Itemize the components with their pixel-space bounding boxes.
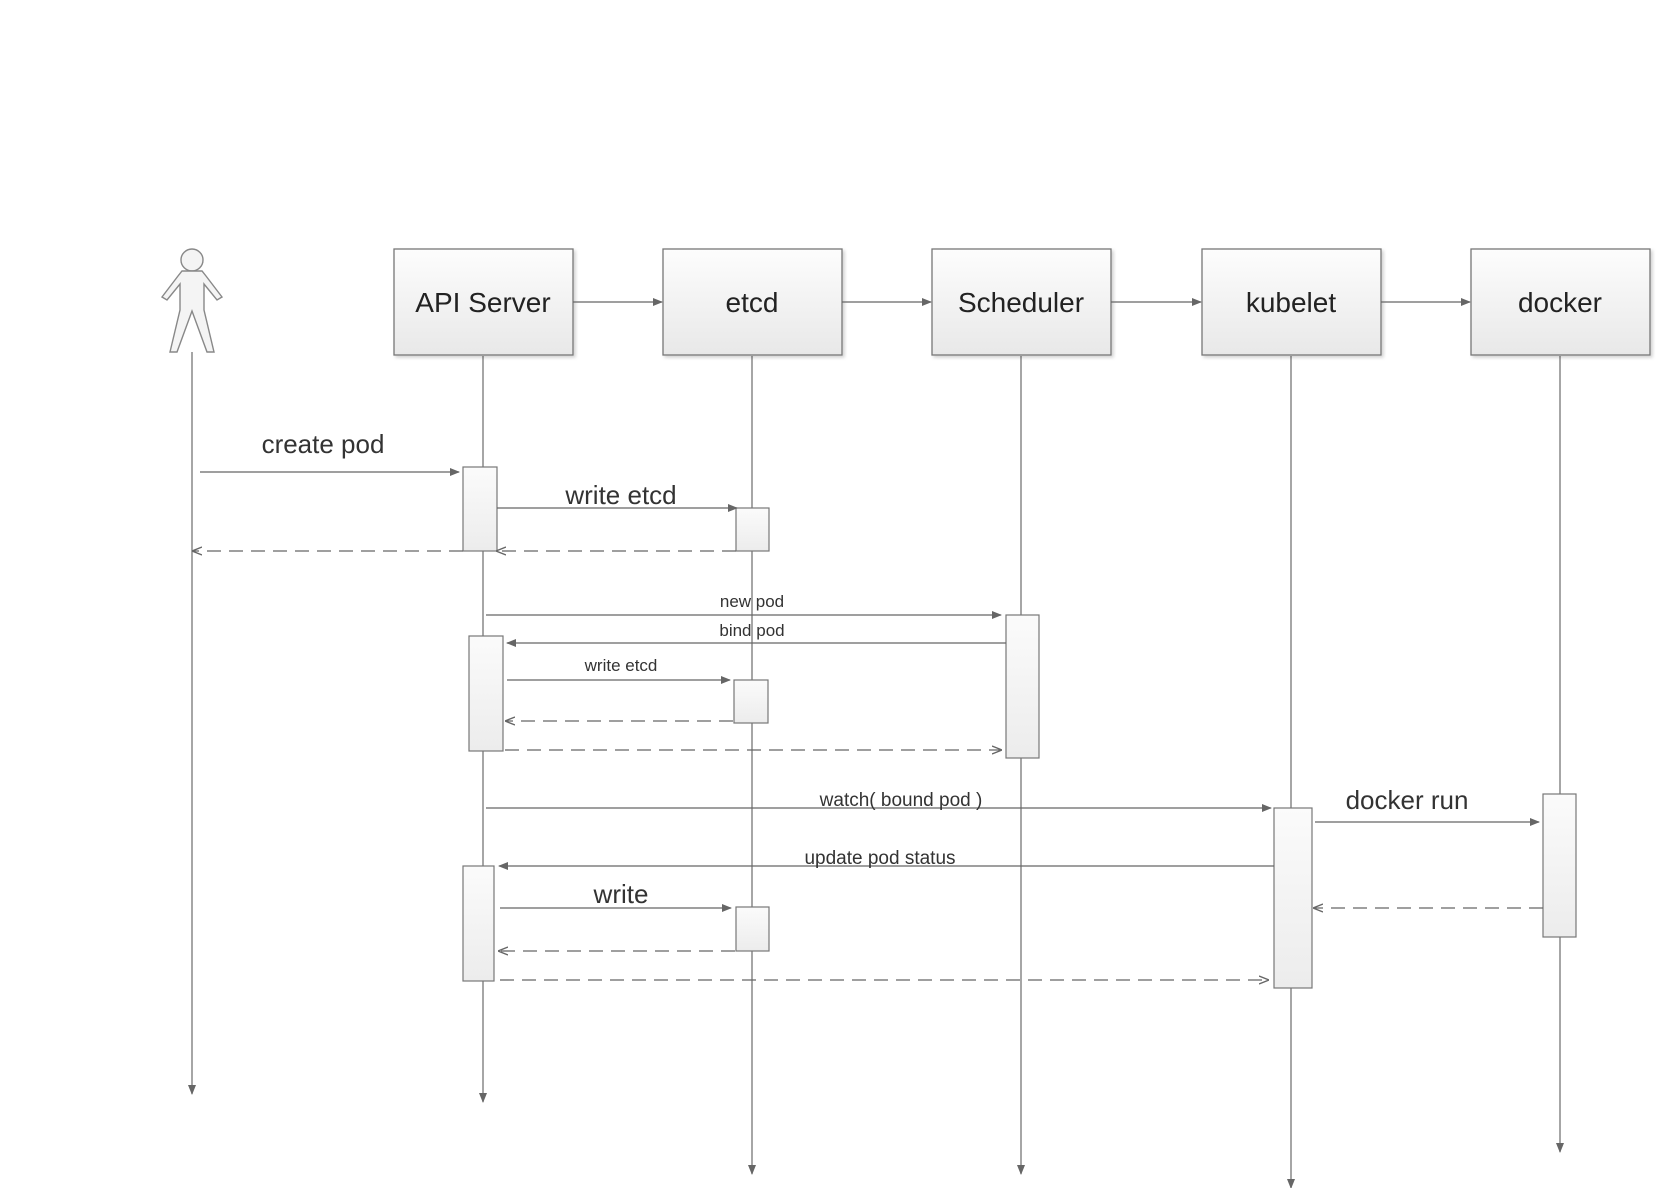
message-label-bind-pod: bind pod: [719, 621, 784, 640]
activation-scheduler: [1005, 614, 1040, 759]
activation-api-server-1: [462, 466, 498, 552]
messages: [193, 468, 1543, 980]
participant-label-kubelet: kubelet: [1246, 287, 1337, 318]
message-label-write-etcd-1: write etcd: [564, 480, 676, 510]
participant-headers: API Server etcd Scheduler kubelet docker: [393, 248, 1651, 356]
message-label-new-pod: new pod: [720, 592, 784, 611]
participant-label-etcd: etcd: [726, 287, 779, 318]
participant-kubelet: kubelet: [1201, 248, 1382, 356]
message-label-write-etcd-2: write etcd: [584, 656, 658, 675]
message-label-update-pod-status: update pod status: [804, 848, 955, 869]
activation-docker: [1542, 793, 1577, 938]
message-label-write: write: [593, 879, 649, 909]
lifelines: [188, 352, 1564, 1188]
participant-api-server: API Server: [393, 248, 574, 356]
activation-api-server-3: [462, 865, 495, 982]
activation-etcd-2: [733, 679, 769, 724]
participant-docker: docker: [1470, 248, 1651, 356]
participant-label-api-server: API Server: [415, 287, 550, 318]
participant-label-scheduler: Scheduler: [958, 287, 1084, 318]
participant-etcd: etcd: [662, 248, 843, 356]
participant-scheduler: Scheduler: [931, 248, 1112, 356]
message-labels: create pod write etcd new pod bind pod w…: [262, 429, 1469, 909]
activation-etcd-1: [735, 507, 770, 552]
message-label-watch-bound-pod: watch( bound pod ): [819, 790, 983, 811]
activation-kubelet: [1273, 807, 1313, 989]
stick-figure-icon: [160, 248, 224, 353]
activation-etcd-3: [735, 906, 770, 952]
message-label-docker-run: docker run: [1346, 785, 1469, 815]
activation-bars: [462, 466, 1577, 989]
message-label-create-pod: create pod: [262, 429, 385, 459]
participant-label-docker: docker: [1518, 287, 1602, 318]
activation-api-server-2: [468, 635, 504, 752]
